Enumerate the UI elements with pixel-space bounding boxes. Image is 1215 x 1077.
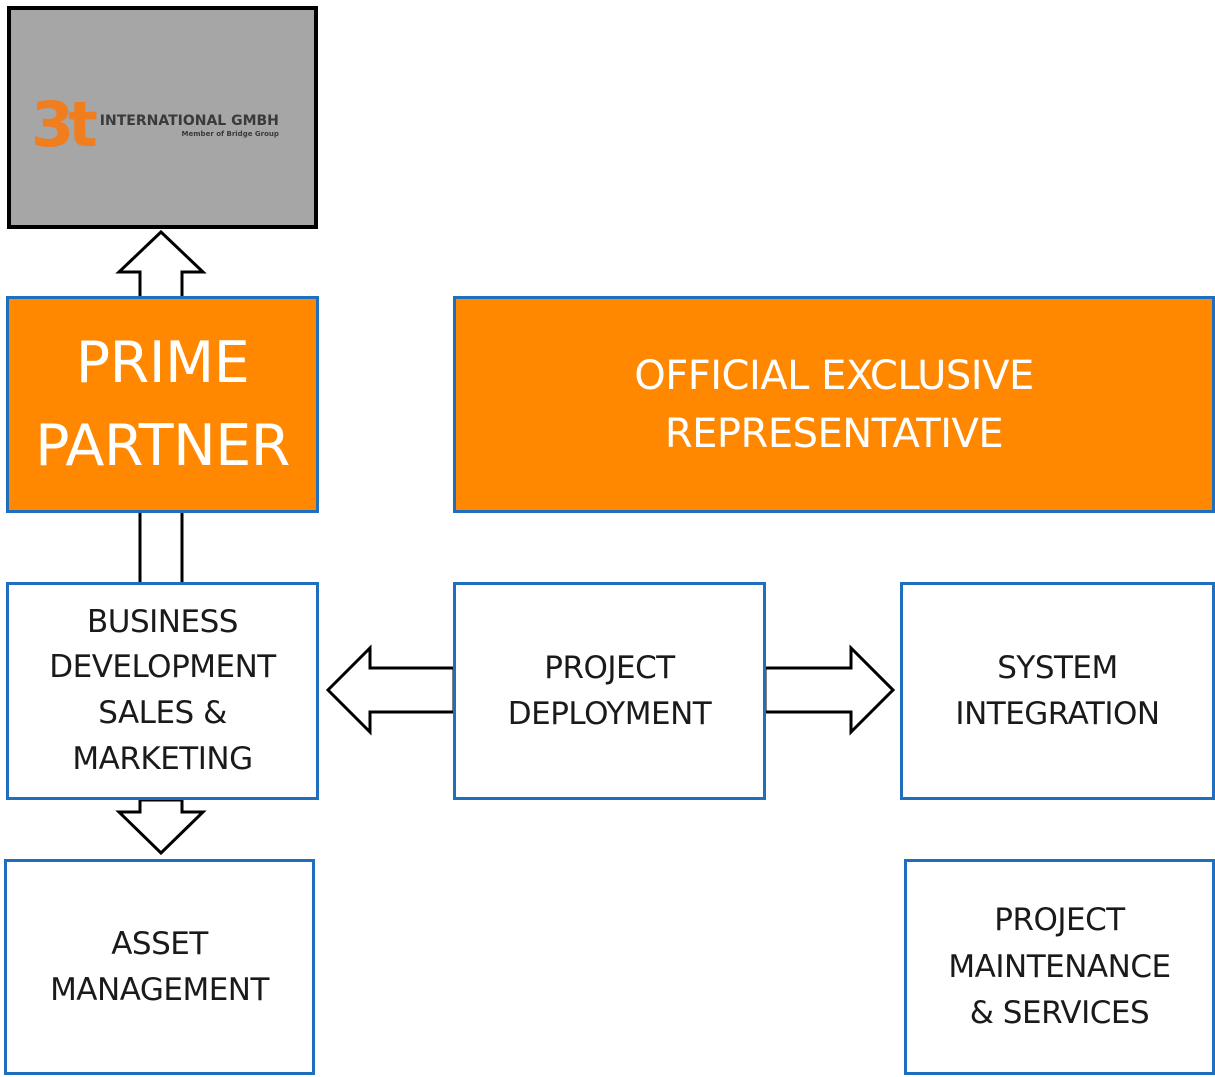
project-deployment-box: PROJECT DEPLOYMENT	[453, 582, 766, 800]
official-representative-label: OFFICIAL EXCLUSIVE REPRESENTATIVE	[634, 352, 1034, 457]
arrow-right-to-system-integration	[763, 644, 896, 736]
project-deployment-label: PROJECT DEPLOYMENT	[507, 649, 712, 733]
system-integration-box: SYSTEM INTEGRATION	[900, 582, 1215, 800]
asset-management-label: ASSET MANAGEMENT	[50, 925, 269, 1009]
business-development-label: BUSINESS DEVELOPMENT SALES & MARKETING	[49, 603, 276, 777]
logo-tagline: Member of Bridge Group	[181, 129, 279, 138]
arrow-down-to-asset-management	[115, 798, 207, 856]
company-logo: 3t INTERNATIONAL GMBH Member of Bridge G…	[31, 90, 293, 160]
asset-management-box: ASSET MANAGEMENT	[4, 859, 315, 1075]
project-maintenance-label: PROJECT MAINTENANCE & SERVICES	[948, 902, 1171, 1032]
prime-partner-label: PRIME PARTNER	[35, 329, 290, 479]
official-representative-box: OFFICIAL EXCLUSIVE REPRESENTATIVE	[453, 296, 1215, 513]
project-maintenance-box: PROJECT MAINTENANCE & SERVICES	[904, 859, 1215, 1075]
logo-mark: 3t	[31, 88, 98, 161]
logo-company-name: INTERNATIONAL GMBH	[99, 112, 279, 129]
logo-text: INTERNATIONAL GMBH Member of Bridge Grou…	[100, 113, 279, 138]
arrow-up-to-logo	[115, 229, 207, 300]
system-integration-label: SYSTEM INTEGRATION	[955, 649, 1160, 733]
arrow-left-to-business-development	[325, 644, 456, 736]
company-logo-box: 3t INTERNATIONAL GMBH Member of Bridge G…	[7, 6, 318, 229]
business-development-box: BUSINESS DEVELOPMENT SALES & MARKETING	[6, 582, 319, 800]
prime-partner-box: PRIME PARTNER	[6, 296, 319, 513]
